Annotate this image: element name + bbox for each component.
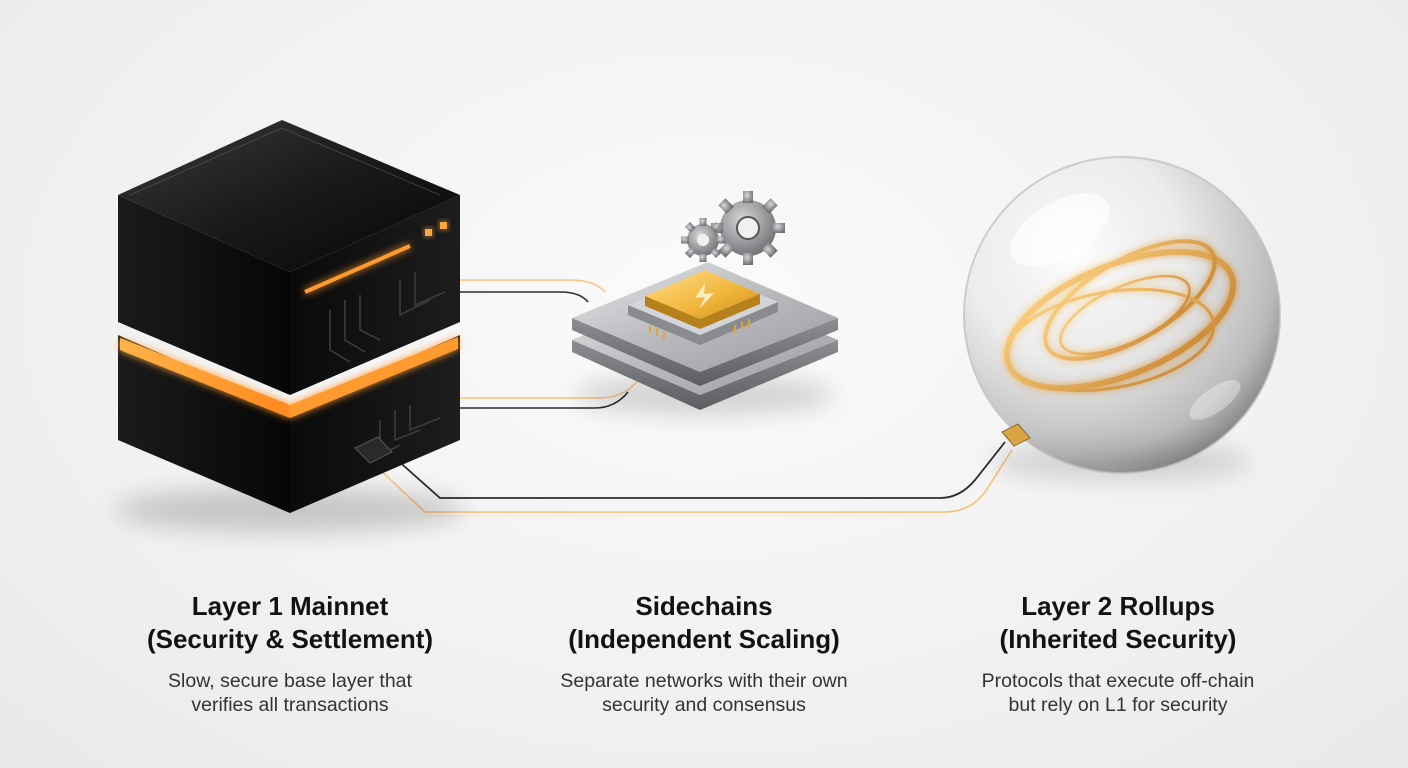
layer2-description: Protocols that execute off-chain but rel…	[981, 670, 1255, 716]
sidechains-title: Sidechains (Independent Scaling)	[568, 591, 840, 654]
layer1-title: Layer 1 Mainnet (Security & Settlement)	[146, 591, 434, 654]
connector-layer1-layer2	[379, 441, 1013, 517]
sidechains-description: Separate networks with their own securit…	[560, 670, 848, 716]
layer1-description: Slow, secure base layer that verifies al…	[168, 670, 412, 716]
gear-icon	[711, 191, 785, 265]
glass-sphere-icon	[963, 156, 1281, 480]
caption-layer2: Layer 2 Rollups (Inherited Security) Pro…	[928, 590, 1308, 717]
caption-sidechains: Sidechains (Independent Scaling) Separat…	[514, 590, 894, 717]
chip-gears-icon	[572, 191, 838, 415]
gear-icon	[681, 218, 725, 262]
caption-layer1: Layer 1 Mainnet (Security & Settlement) …	[100, 590, 480, 717]
server-cube-icon	[115, 120, 465, 532]
layer2-title: Layer 2 Rollups (Inherited Security)	[999, 591, 1237, 654]
